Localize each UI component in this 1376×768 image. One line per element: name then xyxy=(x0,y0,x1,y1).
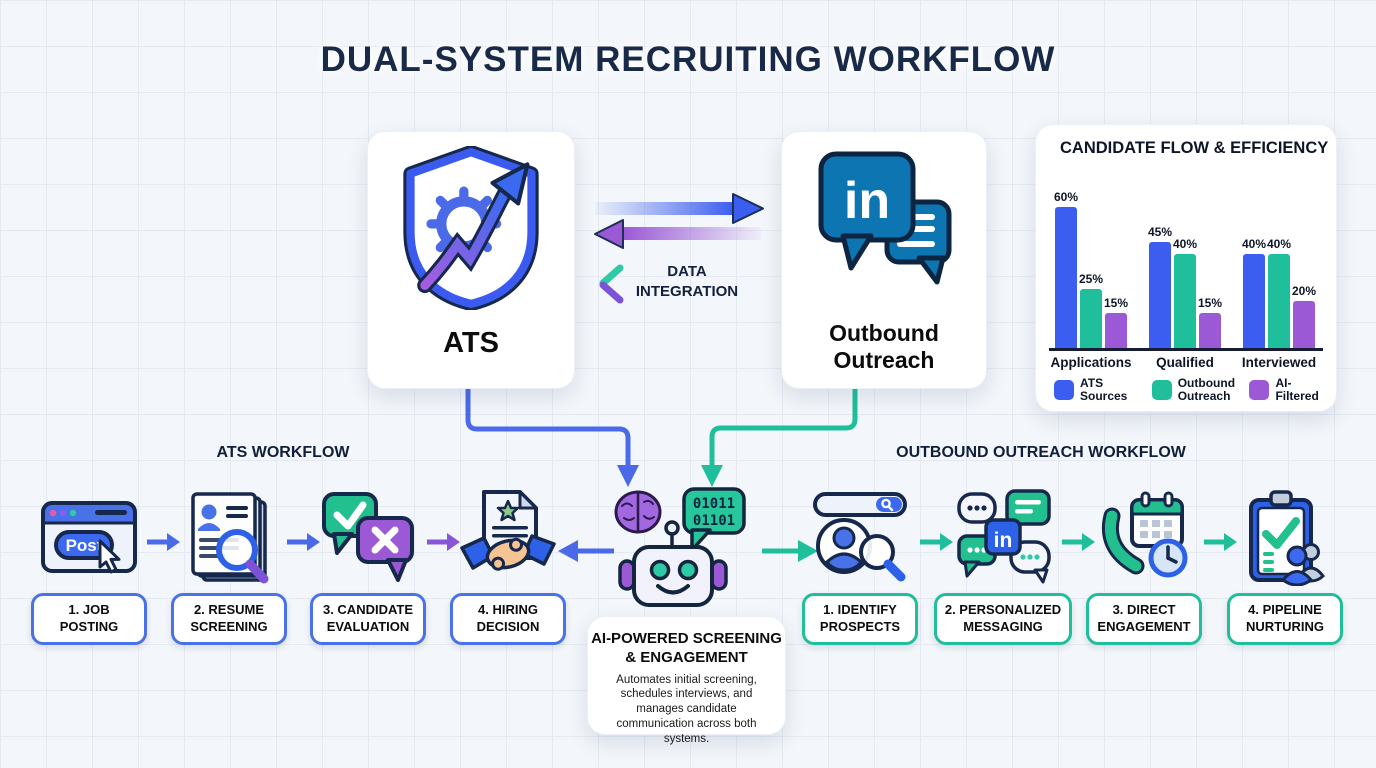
binary-line-1: 01011 xyxy=(693,496,735,512)
category-label: Applications xyxy=(1050,355,1132,370)
binary-line-2: 01101 xyxy=(693,513,735,529)
ats-system-card: ATS xyxy=(367,131,575,389)
step-direct-engagement: 3. DIRECT ENGAGEMENT xyxy=(1074,487,1214,645)
clipboard-people-icon xyxy=(1215,487,1355,587)
ai-robot-icon: 01011 01101 xyxy=(614,487,746,607)
ai-card-description: Automates initial screening, schedules i… xyxy=(616,673,757,746)
bar: 25% xyxy=(1079,272,1103,348)
integration-arrow-left xyxy=(594,219,761,249)
phone-calendar-icon xyxy=(1074,487,1214,587)
step-candidate-evaluation: 3. CANDIDATE EVALUATION xyxy=(298,487,438,645)
bar: 45% xyxy=(1148,225,1172,348)
linkedin-in-text-small: in xyxy=(994,529,1013,552)
legend-swatch xyxy=(1151,379,1172,400)
bar: 40% xyxy=(1267,237,1291,348)
legend-swatch xyxy=(1249,379,1270,400)
bar-value-label: 40% xyxy=(1172,237,1198,251)
legend-name: ATS Sources xyxy=(1080,375,1128,403)
step-job-posting: Post 1. JOB POSTING xyxy=(19,487,159,645)
bar-value-label: 45% xyxy=(1147,225,1173,239)
ai-card-title: AI-POWERED SCREENING & ENGAGEMENT xyxy=(591,630,782,666)
step-personalized-messaging: in 2. PERSONALIZED MESSAGING xyxy=(933,487,1073,645)
outbound-to-ai-connector xyxy=(701,388,858,487)
shield-growth-icon xyxy=(403,144,539,312)
step-label-direct-engagement: 3. DIRECT ENGAGEMENT xyxy=(1086,593,1202,645)
step-label-personalized-messaging: 2. PERSONALIZED MESSAGING xyxy=(933,593,1073,645)
binary-speech-bubble-icon: 01011 01101 xyxy=(682,487,746,552)
bar: 20% xyxy=(1292,284,1316,348)
bar: 15% xyxy=(1104,296,1128,348)
bar: 40% xyxy=(1173,237,1197,348)
step-pipeline-nurturing: 4. PIPELINE NURTURING xyxy=(1215,487,1355,645)
sync-arrows-icon xyxy=(594,193,764,249)
step-label-candidate-evaluation: 3. CANDIDATE EVALUATION xyxy=(310,593,426,645)
chat-check-cross-icon xyxy=(298,487,438,587)
chart-title: CANDIDATE FLOW & EFFICIENCY xyxy=(1060,139,1329,157)
bar-group-applications: 60% 25% 15% Applications xyxy=(1050,190,1131,370)
bar-value-label: 40% xyxy=(1266,237,1292,251)
step-identify-prospects: 1. IDENTIFY PROSPECTS xyxy=(790,487,930,645)
legend-name: AI-Filtered xyxy=(1275,375,1319,403)
ats-to-ai-connector xyxy=(465,388,639,487)
category-label: Interviewed xyxy=(1241,355,1317,370)
step-label-job-posting: 1. JOB POSTING xyxy=(31,593,147,645)
bar-group-qualified: 45%40% 15% Qualified xyxy=(1148,206,1222,370)
resume-magnifier-icon xyxy=(159,487,299,587)
data-integration-label: DATA INTEGRATION xyxy=(635,263,739,300)
ats-workflow-title: ATS WORKFLOW xyxy=(216,444,350,461)
linkedin-messages-icon: in xyxy=(818,151,952,285)
bar-value-label: 20% xyxy=(1291,284,1317,298)
legend-item: Outbound Outreach xyxy=(1151,375,1241,403)
step-label-pipeline-nurturing: 4. PIPELINE NURTURING xyxy=(1227,593,1343,645)
post-button-text: Post xyxy=(66,536,103,555)
step-resume-screening: 2. RESUME SCREENING xyxy=(159,487,299,645)
step-hiring-decision: 4. HIRING DECISION xyxy=(438,487,578,645)
handshake-contract-icon xyxy=(438,487,578,587)
ats-label: ATS xyxy=(443,327,499,359)
brain-icon xyxy=(614,490,662,534)
outbound-workflow-title: OUTBOUND OUTREACH WORKFLOW xyxy=(896,444,1186,461)
outbound-label: Outbound Outreach xyxy=(829,319,939,373)
legend-item: ATS Sources xyxy=(1054,375,1143,403)
bar-value-label: 15% xyxy=(1197,296,1223,310)
linkedin-in-text: in xyxy=(844,172,890,230)
legend-swatch xyxy=(1054,379,1074,400)
chevron-left-icon xyxy=(599,264,624,304)
legend-item: AI-Filtered xyxy=(1249,375,1330,403)
job-posting-browser-icon: Post xyxy=(19,487,159,587)
bar-value-label: 40% xyxy=(1241,237,1267,251)
linkedin-chat-icon: in xyxy=(933,487,1073,587)
outbound-system-card: in Outbound Outreach xyxy=(781,131,987,389)
bar-value-label: 25% xyxy=(1078,272,1104,286)
bar-value-label: 15% xyxy=(1103,296,1129,310)
legend-name: Outbound Outreach xyxy=(1177,375,1236,403)
category-label: Qualified xyxy=(1156,355,1214,370)
bar: 60% xyxy=(1054,190,1078,348)
candidate-flow-chart-card: CANDIDATE FLOW & EFFICIENCY 60% 25% 15% App… xyxy=(1035,124,1337,412)
integration-arrow-right xyxy=(595,193,764,224)
ai-screening-card: AI-POWERED SCREENING & ENGAGEMENT Automa… xyxy=(587,616,786,745)
bar-group-interviewed: 40%40% 20% Interviewed xyxy=(1242,206,1316,370)
bar-value-label: 60% xyxy=(1053,190,1079,204)
page-title: DUAL-SYSTEM RECRUITING WORKFLOW xyxy=(320,40,1056,79)
chart-legend: ATS Sources Outbound Outreach AI-Filtered xyxy=(1054,375,1330,403)
bar: 15% xyxy=(1198,296,1222,348)
bar: 40% xyxy=(1242,237,1266,348)
step-label-identify-prospects: 1. IDENTIFY PROSPECTS xyxy=(802,593,918,645)
prospect-search-icon xyxy=(790,487,930,587)
step-label-resume-screening: 2. RESUME SCREENING xyxy=(171,593,287,645)
step-label-hiring-decision: 4. HIRING DECISION xyxy=(450,593,566,645)
